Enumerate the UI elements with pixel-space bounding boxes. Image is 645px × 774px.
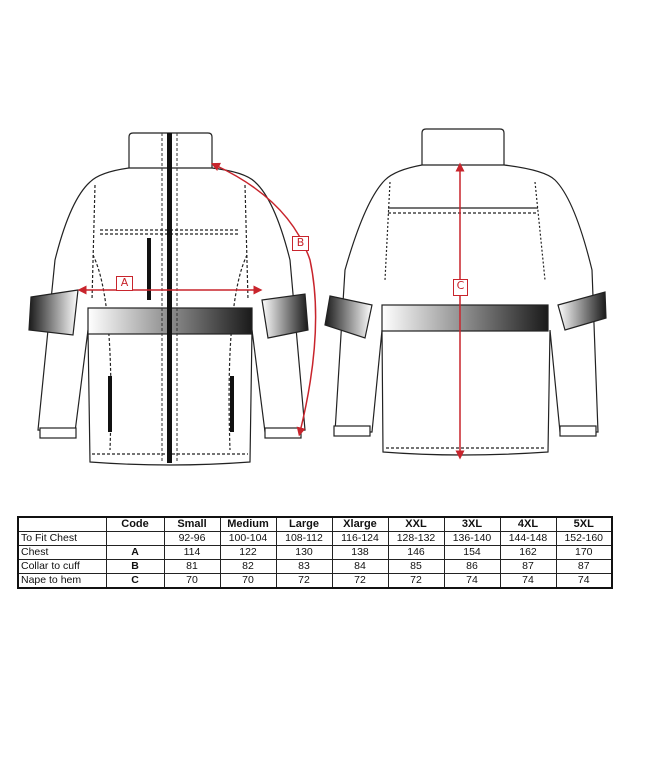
cell: 130 (275, 545, 333, 560)
header-small: Small (163, 516, 221, 532)
row-code: C (105, 573, 165, 589)
jacket-diagram: A B C (28, 128, 607, 466)
measure-b-line (210, 162, 317, 437)
cell: 92-96 (163, 531, 221, 546)
cell: 162 (499, 545, 557, 560)
cell: 83 (275, 559, 333, 574)
row-code (105, 531, 165, 546)
cell: 82 (219, 559, 277, 574)
row-label: Chest (17, 545, 107, 560)
cell: 108-112 (275, 531, 333, 546)
cell: 144-148 (499, 531, 557, 546)
back-jacket (324, 128, 607, 456)
row-code: B (105, 559, 165, 574)
cell: 74 (555, 573, 613, 589)
row-label: Nape to hem (17, 573, 107, 589)
header-xxl: XXL (387, 516, 445, 532)
measure-a-label: A (116, 276, 133, 291)
header-5xl: 5XL (555, 516, 613, 532)
cell: 136-140 (443, 531, 501, 546)
table-row: Chest A 114 122 130 138 146 154 162 170 (17, 545, 613, 560)
cell: 70 (163, 573, 221, 589)
cell: 85 (387, 559, 445, 574)
row-label: Collar to cuff (17, 559, 107, 574)
cell: 87 (499, 559, 557, 574)
cell: 72 (331, 573, 389, 589)
cell: 116-124 (331, 531, 389, 546)
table-row: To Fit Chest 92-96 100-104 108-112 116-1… (17, 531, 613, 546)
cell: 72 (275, 573, 333, 589)
row-code: A (105, 545, 165, 560)
measure-b-label: B (292, 236, 309, 251)
header-xlarge: Xlarge (331, 516, 389, 532)
cell: 74 (443, 573, 501, 589)
cell: 87 (555, 559, 613, 574)
header-4xl: 4XL (499, 516, 557, 532)
cell: 138 (331, 545, 389, 560)
cell: 154 (443, 545, 501, 560)
cell: 86 (443, 559, 501, 574)
measure-c-label: C (453, 279, 468, 296)
cell: 81 (163, 559, 221, 574)
cell: 152-160 (555, 531, 613, 546)
cell: 146 (387, 545, 445, 560)
row-label: To Fit Chest (17, 531, 107, 546)
cell: 72 (387, 573, 445, 589)
jacket-illustration (28, 128, 607, 466)
size-chart-table: Code Small Medium Large Xlarge XXL 3XL 4… (17, 516, 613, 589)
cell: 74 (499, 573, 557, 589)
header-cell (17, 516, 107, 532)
header-3xl: 3XL (443, 516, 501, 532)
cell: 170 (555, 545, 613, 560)
table-header-row: Code Small Medium Large Xlarge XXL 3XL 4… (17, 516, 613, 532)
cell: 122 (219, 545, 277, 560)
cell: 84 (331, 559, 389, 574)
cell: 114 (163, 545, 221, 560)
table-row: Collar to cuff B 81 82 83 84 85 86 87 87 (17, 559, 613, 574)
header-large: Large (275, 516, 333, 532)
table-row: Nape to hem C 70 70 72 72 72 74 74 74 (17, 573, 613, 589)
front-zip (167, 133, 172, 463)
cell: 128-132 (387, 531, 445, 546)
header-code: Code (105, 516, 165, 532)
cell: 100-104 (219, 531, 277, 546)
header-medium: Medium (219, 516, 277, 532)
cell: 70 (219, 573, 277, 589)
